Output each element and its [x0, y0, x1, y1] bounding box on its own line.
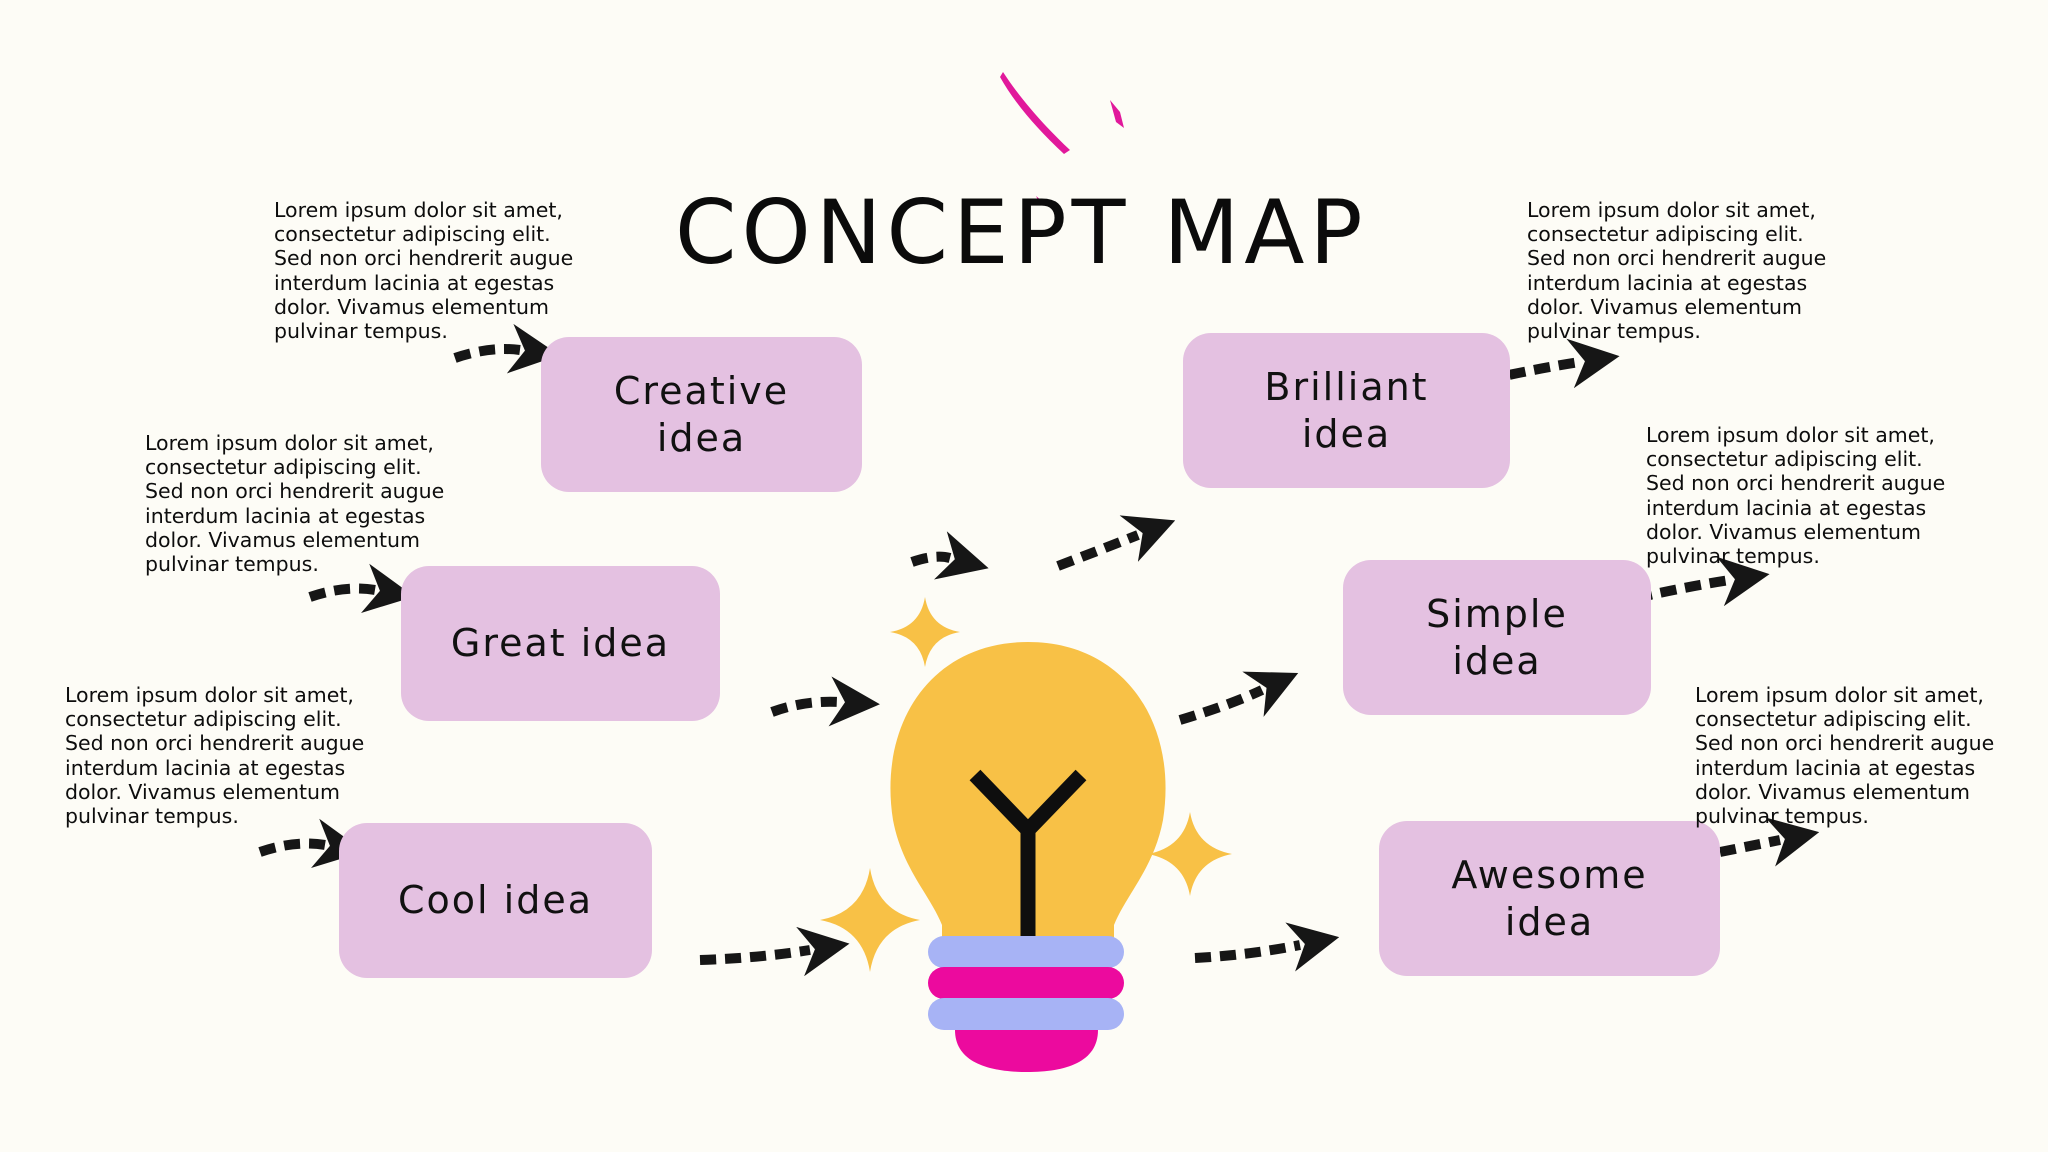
- sparkle-icon: [820, 597, 1232, 972]
- node-simple-idea: Simple idea: [1343, 560, 1651, 715]
- node-awesome-idea: Awesome idea: [1379, 821, 1720, 976]
- note-top-right: Lorem ipsum dolor sit amet, consectetur …: [1527, 198, 1827, 344]
- node-cool-idea: Cool idea: [339, 823, 652, 978]
- brush-stroke-icon: [1000, 72, 1124, 206]
- note-mid-right: Lorem ipsum dolor sit amet, consectetur …: [1646, 423, 1946, 569]
- node-label: Creative idea: [613, 368, 790, 460]
- node-brilliant-idea: Brilliant idea: [1183, 333, 1510, 488]
- lightbulb-icon: [890, 642, 1166, 1072]
- node-label: Brilliant idea: [1264, 364, 1429, 456]
- page-title: CONCEPT MAP: [675, 181, 1368, 284]
- node-creative-idea: Creative idea: [541, 337, 862, 492]
- note-mid-left: Lorem ipsum dolor sit amet, consectetur …: [145, 431, 445, 577]
- node-label: Simple idea: [1426, 591, 1568, 683]
- note-bottom-right: Lorem ipsum dolor sit amet, consectetur …: [1695, 683, 1995, 829]
- note-bottom-left: Lorem ipsum dolor sit amet, consectetur …: [65, 683, 365, 829]
- node-label: Awesome idea: [1451, 852, 1648, 944]
- node-label: Great idea: [450, 621, 671, 665]
- node-great-idea: Great idea: [401, 566, 720, 721]
- node-label: Cool idea: [397, 878, 593, 922]
- note-top-left: Lorem ipsum dolor sit amet, consectetur …: [274, 198, 574, 344]
